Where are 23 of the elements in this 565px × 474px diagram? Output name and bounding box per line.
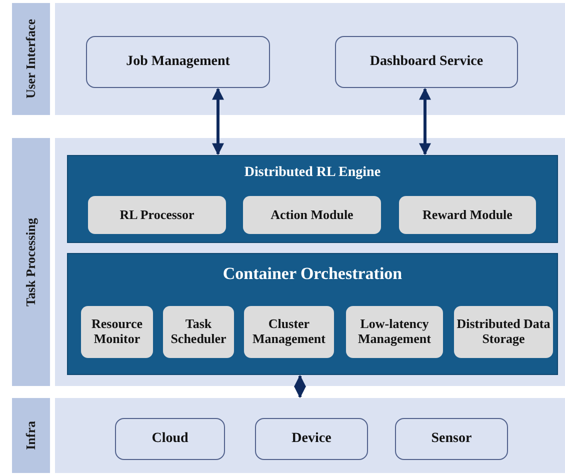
- service-box: Dashboard Service: [335, 36, 518, 88]
- panel-title: Distributed RL Engine: [244, 165, 381, 180]
- engine-panel: [67, 155, 558, 243]
- service-box: Device: [255, 418, 368, 460]
- layer-label: User Interface: [23, 19, 39, 99]
- layer-label: Infra: [23, 421, 39, 450]
- layer-label: Task Processing: [23, 218, 39, 306]
- module-box: Cluster Management: [244, 306, 334, 358]
- service-box: Cloud: [115, 418, 225, 460]
- service-box: Job Management: [86, 36, 270, 88]
- module-box: Reward Module: [399, 196, 536, 234]
- panel-title: Container Orchestration: [222, 264, 402, 283]
- module-box: Distributed Data Storage: [454, 306, 553, 358]
- service-box: Sensor: [395, 418, 508, 460]
- double-arrow: [212, 88, 224, 156]
- engine-panel: [67, 253, 558, 375]
- double-arrow: [294, 374, 306, 398]
- module-box: Task Scheduler: [163, 306, 234, 358]
- module-box: RL Processor: [88, 196, 226, 234]
- double-arrow: [419, 88, 431, 156]
- module-box: Action Module: [243, 196, 381, 234]
- module-box: Resource Monitor: [81, 306, 153, 358]
- module-box: Low-latency Management: [346, 306, 443, 358]
